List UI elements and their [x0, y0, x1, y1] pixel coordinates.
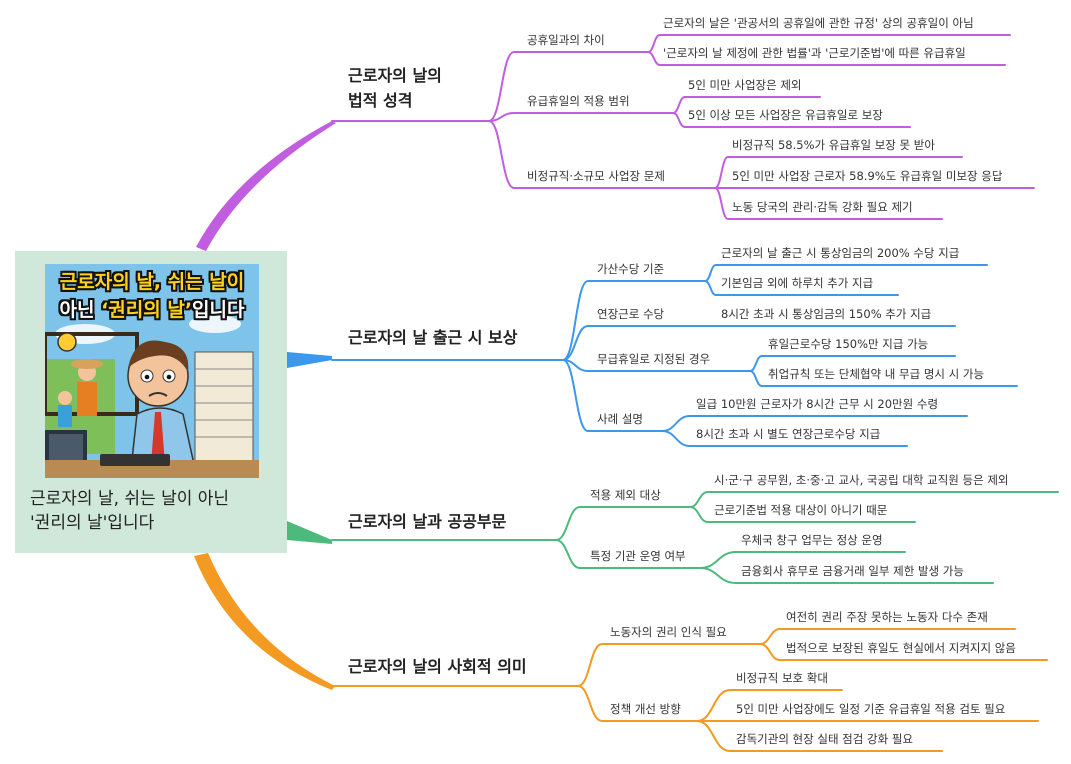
leaf-review-small-business[interactable]: 5인 미만 사업장에도 일정 기준 유급휴일 적용 검토 필요 — [736, 702, 1006, 716]
edge-pub-agency — [555, 539, 581, 569]
edge-unpaid-leaf1 — [749, 355, 763, 372]
edge-comp-overtime — [562, 325, 589, 361]
branch-legal-nature-title[interactable]: 근로자의 날의 법적 성격 — [348, 63, 442, 113]
topic-unpaid-holiday[interactable]: 무급휴일로 지정된 경우 — [597, 352, 711, 366]
cover-title-line2: 아닌 ‘권리의 날’입니다 — [45, 296, 259, 324]
edge-irr-leaf1 — [714, 156, 729, 189]
edge-legal-holiday-diff — [488, 51, 515, 122]
topic-irregular-small-business[interactable]: 비정규직·소규모 사업장 문제 — [527, 169, 665, 183]
trunk-green — [287, 521, 332, 544]
edge-social-policy — [577, 685, 603, 722]
leaf-small-business-rate[interactable]: 5인 미만 사업장 근로자 58.9%도 유급휴일 미보장 응답 — [732, 169, 1003, 183]
leaf-not-labor-standards[interactable]: 근로기준법 적용 대상이 아니기 때문 — [714, 503, 888, 517]
leaf-irregular-rate[interactable]: 비정규직 58.5%가 유급휴일 보장 못 받아 — [732, 138, 935, 152]
root-title: 근로자의 날, 쉬는 날이 아닌 '권리의 날'입니다 — [30, 487, 280, 535]
edge-pub-exempt — [555, 506, 581, 541]
root-title-line2: '권리의 날'입니다 — [30, 513, 155, 533]
edge-diff-leaf2 — [647, 51, 661, 66]
leaf-strengthen-inspection[interactable]: 감독기관의 현장 실태 점검 강화 필요 — [736, 732, 913, 746]
leaf-150-percent-overtime[interactable]: 8시간 초과 시 통상임금의 150% 추가 지급 — [721, 307, 932, 321]
cover-title-line2-a: 아닌 — [59, 299, 102, 321]
edge-exempt-leaf1 — [689, 491, 709, 508]
cover-title: 근로자의 날, 쉬는 날이 아닌 ‘권리의 날’입니다 — [45, 268, 259, 324]
edge-social-rights — [577, 643, 603, 687]
leaf-extra-day-pay[interactable]: 기본임금 외에 하루치 추가 지급 — [721, 276, 874, 290]
leaf-paid-holiday-law[interactable]: '근로자의 날 제정에 관한 법률'과 '근로기준법'에 따른 유급휴일 — [663, 46, 966, 60]
leaf-public-workers-excluded[interactable]: 시·군·구 공무원, 초·중·고 교사, 국공립 대학 교직원 등은 제외 — [714, 473, 1009, 487]
edge-prem-leaf1 — [704, 264, 717, 282]
topic-overtime-pay[interactable]: 연장근로 수당 — [597, 307, 665, 321]
topic-premium-standard[interactable]: 가산수당 기준 — [597, 262, 665, 276]
edge-irr-leaf3 — [714, 187, 729, 220]
trunk-purple — [196, 121, 336, 251]
root-node: 근로자의 날, 쉬는 날이 아닌 ‘권리의 날’입니다 근로자의 날, 쉬는 날… — [15, 251, 287, 553]
leaf-under-five-excluded[interactable]: 5인 미만 사업장은 제외 — [688, 78, 802, 92]
leaf-200-percent[interactable]: 근로자의 날 출근 시 통상임금의 200% 수당 지급 — [721, 246, 960, 260]
topic-exempt-targets[interactable]: 적용 제외 대상 — [590, 488, 661, 502]
leaf-five-plus-guaranteed[interactable]: 5인 이상 모든 사업장은 유급휴일로 보장 — [688, 108, 883, 122]
edge-diff-leaf1 — [647, 34, 661, 53]
leaf-supervision-needed[interactable]: 노동 당국의 관리·감독 강화 필요 제기 — [732, 200, 913, 214]
leaf-finance-limited[interactable]: 금융회사 휴무로 금융거래 일부 제한 발생 가능 — [741, 564, 964, 578]
root-title-line1: 근로자의 날, 쉬는 날이 아닌 — [30, 489, 230, 509]
edge-agency-leaf1 — [699, 551, 737, 569]
edge-comp-premium — [562, 280, 589, 361]
cover-title-line2-b: ‘권리의 날’ — [101, 299, 193, 321]
branch-social-meaning-title[interactable]: 근로자의 날의 사회적 의미 — [348, 657, 527, 676]
branch-compensation-title[interactable]: 근로자의 날 출근 시 보상 — [348, 328, 518, 347]
leaf-not-public-holiday[interactable]: 근로자의 날은 '관공서의 공휴일에 관한 규정' 상의 공휴일이 아님 — [663, 16, 974, 30]
branch-public-sector-title[interactable]: 근로자의 날과 공공부문 — [348, 512, 507, 531]
cover-illustration: 근로자의 날, 쉬는 날이 아닌 ‘권리의 날’입니다 — [45, 264, 259, 478]
branch-legal-nature-line1: 근로자의 날의 — [348, 66, 442, 85]
cover-title-line1: 근로자의 날, 쉬는 날이 — [59, 271, 245, 293]
topic-holiday-difference[interactable]: 공휴일과의 차이 — [527, 33, 605, 47]
edge-ex-leaf1 — [661, 415, 691, 432]
leaf-holiday-150[interactable]: 휴일근로수당 150%만 지급 가능 — [768, 337, 929, 351]
cover-title-line2-c: 입니다 — [192, 299, 245, 321]
worker-illustration — [45, 264, 259, 478]
edge-legal-irregular — [488, 120, 515, 189]
branch-legal-nature-line2: 법적 성격 — [348, 91, 413, 110]
edge-comp-example — [562, 359, 589, 432]
edge-scope-leaf2 — [672, 112, 686, 128]
trunk-orange — [194, 553, 335, 690]
edge-rights-leaf2 — [759, 643, 781, 661]
trunk-blue — [287, 352, 332, 368]
leaf-workers-cannot-claim[interactable]: 여전히 권리 주장 못하는 노동자 다수 존재 — [786, 610, 988, 624]
edge-policy-leaf3 — [696, 720, 731, 752]
leaf-daily-wage-example[interactable]: 일급 10만원 근로자가 8시간 근무 시 20만원 수령 — [696, 397, 939, 411]
edge-ex-leaf2 — [661, 430, 691, 447]
topic-policy-direction[interactable]: 정책 개선 방향 — [610, 702, 681, 716]
edge-policy-leaf1 — [696, 689, 731, 722]
edge-agency-leaf2 — [699, 567, 737, 584]
leaf-overtime-separate[interactable]: 8시간 초과 시 별도 연장근로수당 지급 — [696, 427, 881, 441]
edge-rights-leaf1 — [759, 628, 781, 645]
leaf-expand-protection[interactable]: 비정규직 보호 확대 — [736, 671, 828, 685]
leaf-post-office-open[interactable]: 우체국 창구 업무는 정상 운영 — [741, 533, 883, 547]
leaf-rules-specified[interactable]: 취업규칙 또는 단체협약 내 무급 명시 시 가능 — [768, 367, 985, 381]
topic-paid-holiday-scope[interactable]: 유급휴일의 적용 범위 — [527, 94, 630, 108]
edge-legal-scope — [488, 112, 515, 122]
edge-unpaid-leaf2 — [749, 370, 763, 387]
leaf-holidays-not-kept[interactable]: 법적으로 보장된 휴일도 현실에서 지켜지지 않음 — [786, 641, 1016, 655]
topic-rights-awareness[interactable]: 노동자의 권리 인식 필요 — [610, 625, 727, 639]
topic-example[interactable]: 사례 설명 — [597, 412, 643, 426]
edge-exempt-leaf2 — [689, 506, 709, 523]
edge-scope-leaf1 — [672, 96, 686, 114]
edge-prem-leaf2 — [704, 280, 717, 296]
topic-agency-operation[interactable]: 특정 기관 운영 여부 — [590, 549, 686, 563]
